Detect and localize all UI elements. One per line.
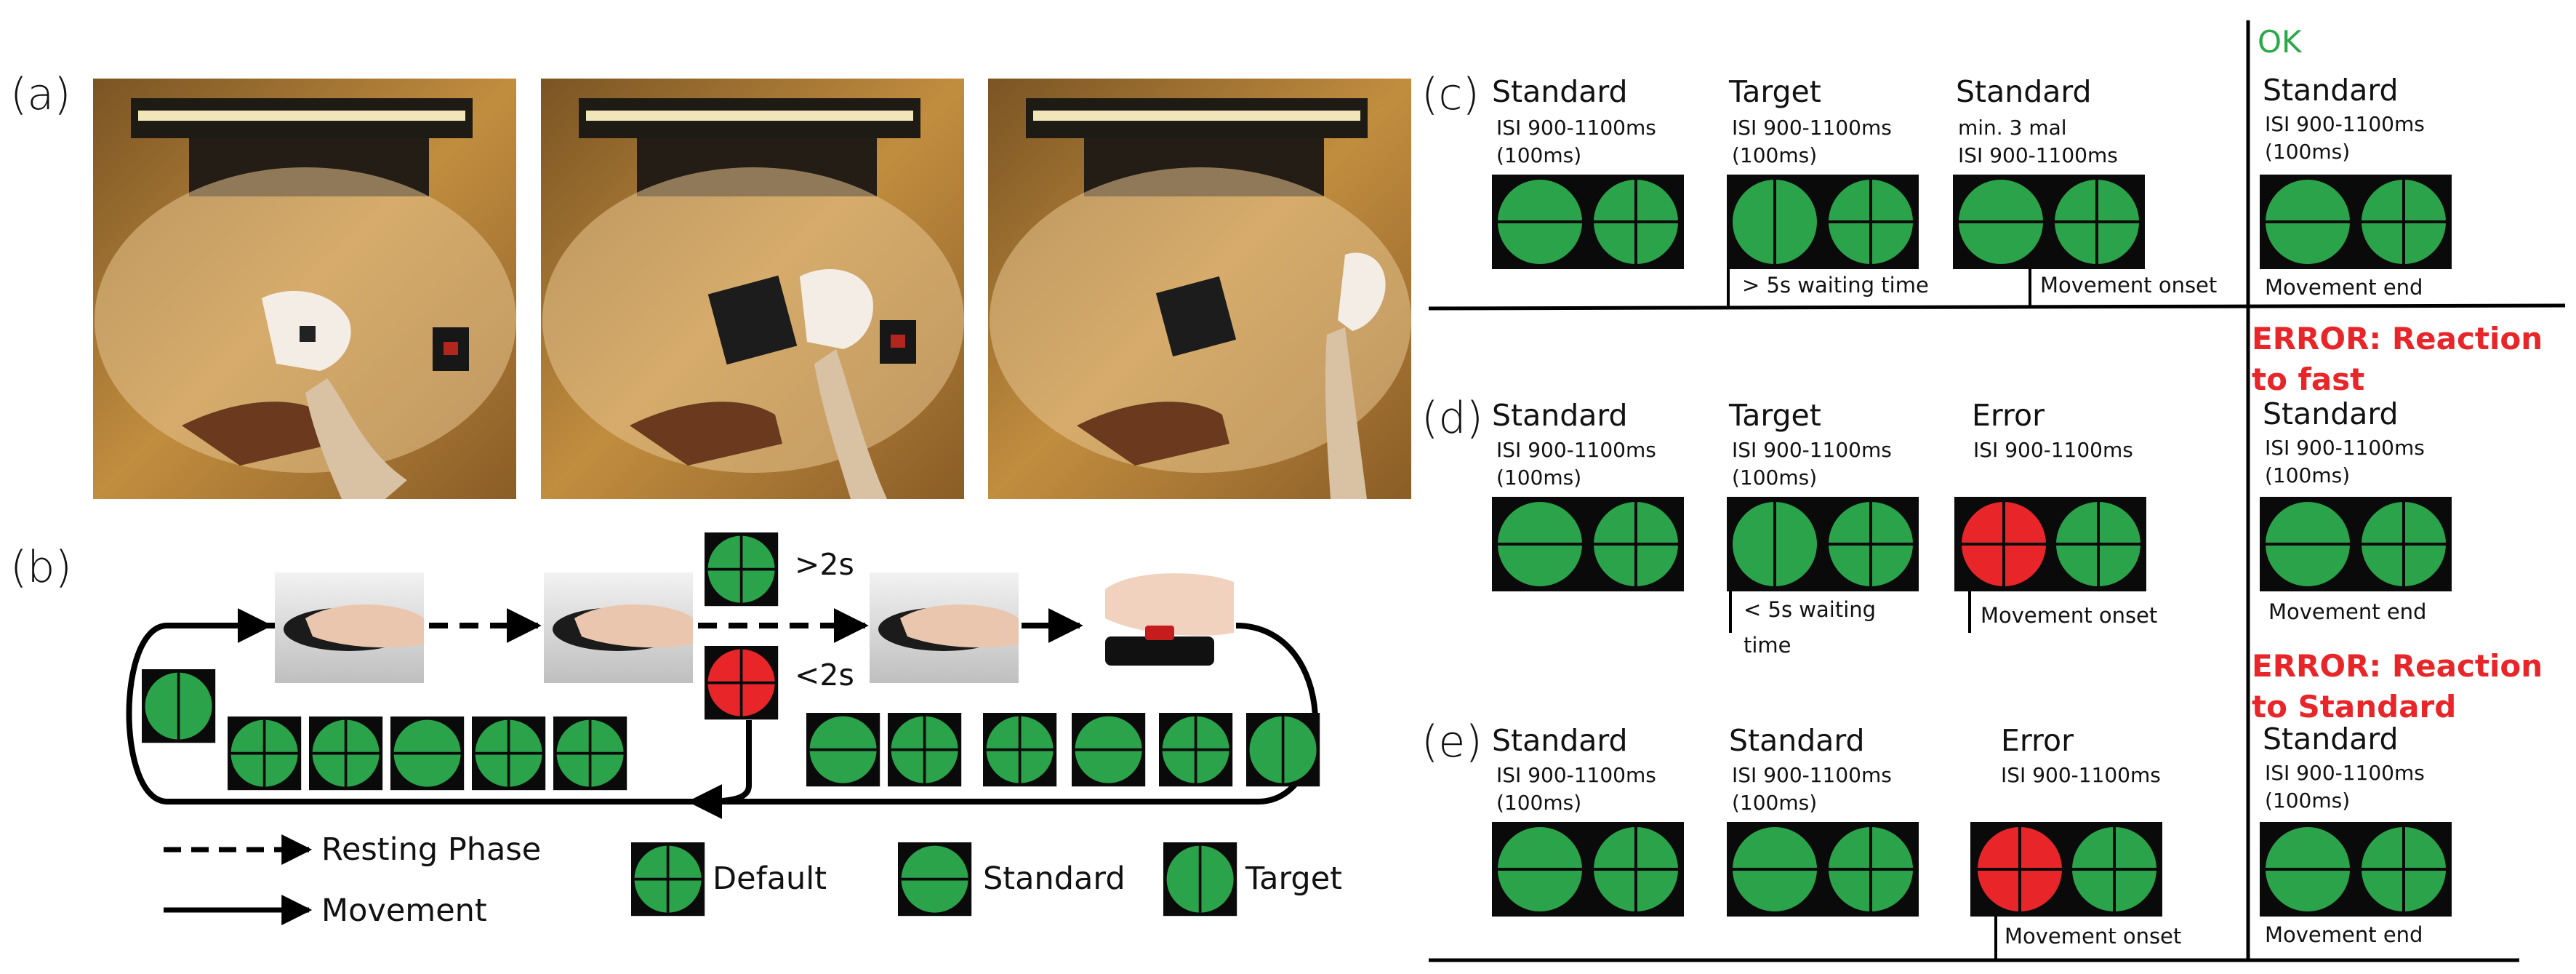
legend-resting-label: Resting Phase bbox=[321, 831, 541, 868]
e-col1-line2: (100ms) bbox=[1496, 791, 1581, 815]
d-col3-title: Error bbox=[1972, 398, 2045, 433]
c-col2-line2: (100ms) bbox=[1732, 143, 1817, 167]
seq-left-5 bbox=[552, 715, 629, 792]
seq-left-target-start bbox=[140, 668, 217, 745]
e-end-label: Movement end bbox=[2265, 922, 2423, 947]
e-col1-title: Standard bbox=[1492, 723, 1628, 758]
d-col2-title: Target bbox=[1728, 398, 1821, 433]
seq-left-3 bbox=[389, 715, 466, 792]
c-col1-title: Standard bbox=[1492, 74, 1628, 109]
e-col1-line1: ISI 900-1100ms bbox=[1496, 763, 1656, 787]
panel-e: ERROR: Reaction to Standard Standard ISI… bbox=[1429, 648, 2543, 962]
d-wait-line1: < 5s waiting bbox=[1744, 597, 1876, 622]
c-col4-title: Standard bbox=[2263, 73, 2399, 108]
d-onset-label: Movement onset bbox=[1981, 603, 2157, 628]
gt2s-label: >2s bbox=[795, 547, 854, 582]
photo-2 bbox=[541, 79, 964, 499]
d-col4-line1: ISI 900-1100ms bbox=[2265, 436, 2425, 460]
thumb-2 bbox=[544, 572, 693, 683]
d-col4-title: Standard bbox=[2263, 396, 2399, 431]
c-wait-label: > 5s waiting time bbox=[1742, 273, 1929, 298]
e-col4-line1: ISI 900-1100ms bbox=[2265, 761, 2425, 785]
panel-label-c: (c) bbox=[1421, 69, 1480, 120]
e-status-line1: ERROR: Reaction bbox=[2252, 648, 2543, 684]
seq-right-6 bbox=[1245, 711, 1322, 789]
d-status-line1: ERROR: Reaction bbox=[2252, 321, 2543, 356]
c-col2-title: Target bbox=[1728, 74, 1821, 109]
c-onset-label: Movement onset bbox=[2040, 273, 2217, 298]
thumb-3 bbox=[870, 572, 1019, 683]
seq-left-1 bbox=[226, 715, 303, 792]
c-end-label: Movement end bbox=[2265, 275, 2423, 300]
panel-label-d: (d) bbox=[1421, 393, 1483, 444]
e-col2-line2: (100ms) bbox=[1732, 791, 1817, 815]
e-onset-label: Movement onset bbox=[2005, 924, 2181, 949]
c-col3-title: Standard bbox=[1956, 74, 2092, 109]
panel-d: ERROR: Reaction to fast Standard ISI 900… bbox=[1492, 321, 2543, 658]
c-col2-line1: ISI 900-1100ms bbox=[1732, 116, 1892, 140]
seq-right-3 bbox=[982, 711, 1059, 789]
d-status-line2: to fast bbox=[2252, 362, 2364, 397]
return-arrow bbox=[687, 720, 752, 819]
c-col1-line1: ISI 900-1100ms bbox=[1496, 116, 1656, 140]
e-col4-line2: (100ms) bbox=[2265, 789, 2350, 813]
thumb-1 bbox=[275, 572, 424, 683]
d-col1-line1: ISI 900-1100ms bbox=[1496, 438, 1656, 462]
seq-right-4 bbox=[1070, 711, 1147, 789]
default-circle-gt2s bbox=[703, 531, 780, 608]
d-col2-line2: (100ms) bbox=[1732, 466, 1817, 490]
legend-default-icon bbox=[630, 841, 707, 918]
red-circle-lt2s bbox=[703, 644, 780, 722]
e-col3-title: Error bbox=[2001, 723, 2074, 758]
e-col4-title: Standard bbox=[2263, 722, 2399, 757]
photo-1 bbox=[93, 79, 516, 499]
d-col1-title: Standard bbox=[1492, 398, 1628, 433]
photo-3 bbox=[988, 79, 1411, 499]
loop-path bbox=[126, 623, 1319, 805]
d-col1-line2: (100ms) bbox=[1496, 466, 1581, 490]
lt2s-label: <2s bbox=[795, 658, 854, 692]
d-wait-line2: time bbox=[1744, 633, 1791, 658]
legend-target-icon bbox=[1162, 841, 1239, 918]
panel-label-a: (a) bbox=[10, 69, 71, 120]
c-col4-line1: ISI 900-1100ms bbox=[2265, 112, 2425, 136]
panel-c: Standard ISI 900-1100ms (100ms) Target I… bbox=[1428, 24, 2566, 311]
c-col3-line1: min. 3 mal bbox=[1958, 116, 2067, 140]
panel-label-e: (e) bbox=[1421, 716, 1482, 767]
e-col3-line1: ISI 900-1100ms bbox=[2001, 763, 2161, 787]
d-end-label: Movement end bbox=[2268, 599, 2426, 624]
c-col1-line2: (100ms) bbox=[1496, 143, 1581, 167]
legend-target-label: Target bbox=[1245, 861, 1342, 897]
c-status-ok: OK bbox=[2258, 24, 2303, 60]
seq-right-5 bbox=[1157, 711, 1235, 789]
legend-default-label: Default bbox=[713, 861, 827, 897]
d-col2-line1: ISI 900-1100ms bbox=[1732, 438, 1892, 462]
d-col3-line1: ISI 900-1100ms bbox=[1973, 438, 2133, 462]
seq-right-1 bbox=[805, 711, 882, 789]
legend-standard-label: Standard bbox=[983, 861, 1126, 897]
c-col3-line2: ISI 900-1100ms bbox=[1958, 143, 2118, 167]
legend-movement-label: Movement bbox=[321, 893, 487, 929]
seq-left-4 bbox=[470, 715, 547, 792]
seq-left-2 bbox=[308, 715, 385, 792]
seq-right-2 bbox=[886, 711, 963, 789]
thumb-4 bbox=[1085, 569, 1234, 679]
e-col2-line1: ISI 900-1100ms bbox=[1732, 763, 1892, 787]
panel-label-b: (b) bbox=[10, 542, 72, 593]
c-col4-line2: (100ms) bbox=[2265, 140, 2350, 164]
e-status-line2: to Standard bbox=[2252, 689, 2456, 724]
legend-standard-icon bbox=[896, 841, 974, 918]
d-col4-line2: (100ms) bbox=[2265, 463, 2350, 487]
e-col2-title: Standard bbox=[1729, 723, 1865, 758]
